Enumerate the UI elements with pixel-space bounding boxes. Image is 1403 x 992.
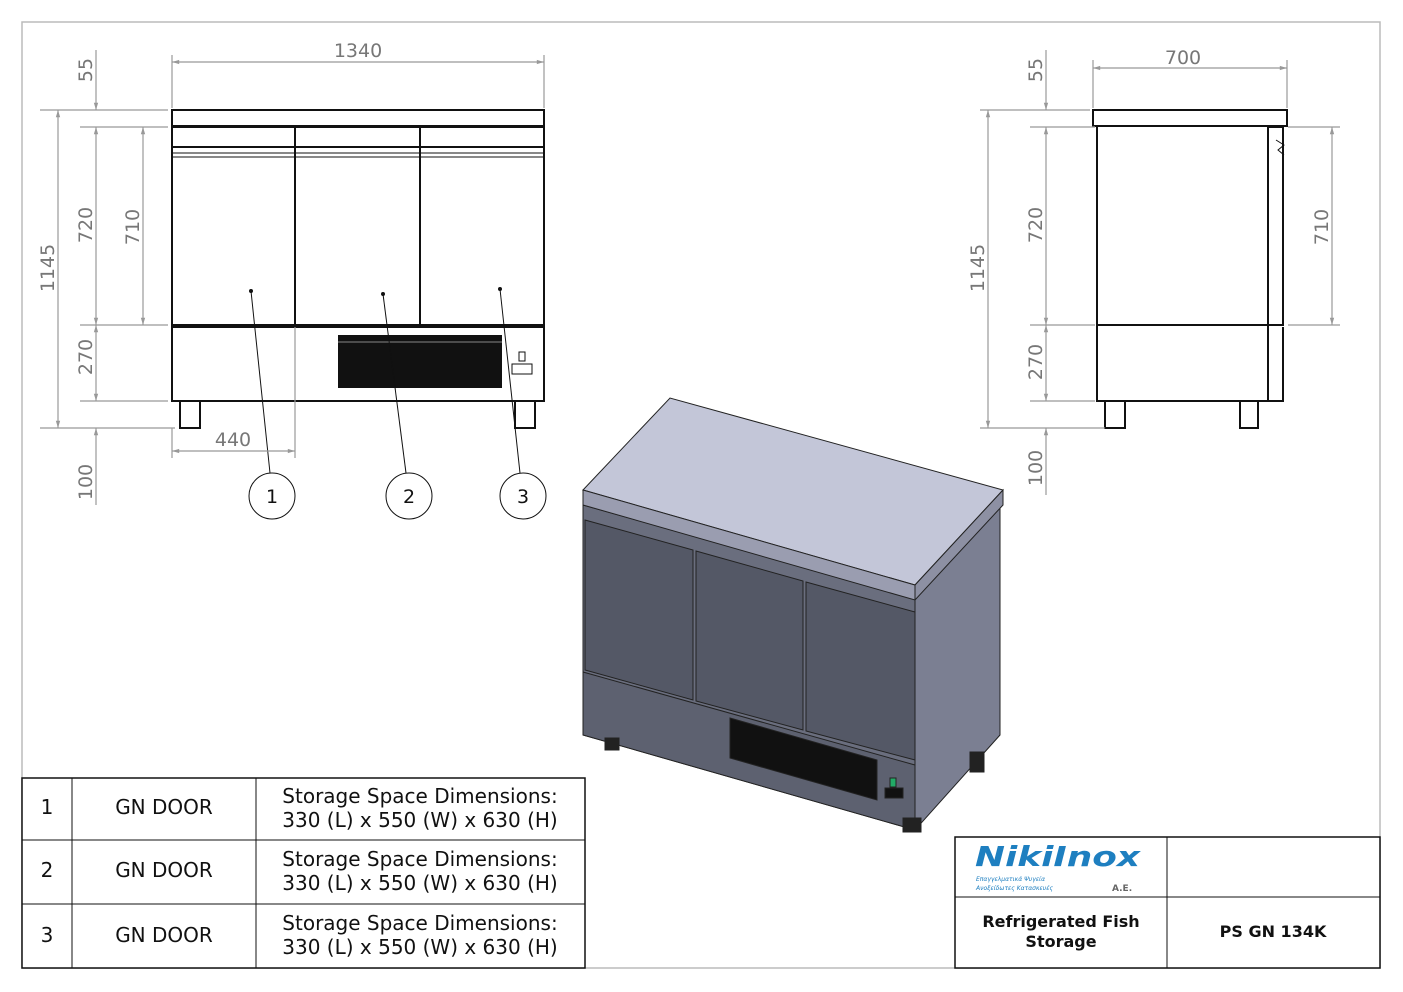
svg-text:Storage Space Dimensions:: Storage Space Dimensions: bbox=[282, 784, 557, 808]
sheet-border bbox=[21, 21, 1381, 969]
iso-door-3 bbox=[805, 581, 916, 761]
balloon-2: 2 bbox=[385, 472, 433, 520]
front-view bbox=[171, 109, 545, 474]
svg-text:GN DOOR: GN DOOR bbox=[115, 858, 213, 882]
front-dimensions: 1340 55 1145 720 710 270 100 440 bbox=[37, 40, 545, 505]
svg-text:3: 3 bbox=[517, 486, 529, 508]
table-row: 3 GN DOOR Storage Space Dimensions: 330 … bbox=[41, 911, 558, 959]
side-dimensions: 700 55 1145 720 710 270 100 bbox=[967, 47, 1340, 495]
svg-text:720: 720 bbox=[75, 207, 97, 243]
side-view bbox=[1092, 109, 1288, 429]
parts-table: 1 GN DOOR Storage Space Dimensions: 330 … bbox=[21, 777, 586, 969]
svg-text:Storage Space Dimensions:: Storage Space Dimensions: bbox=[282, 911, 557, 935]
svg-text:710: 710 bbox=[122, 209, 144, 245]
svg-text:100: 100 bbox=[1025, 450, 1047, 486]
iso-door-1 bbox=[584, 519, 694, 701]
svg-text:100: 100 bbox=[75, 464, 97, 500]
balloon-1: 1 bbox=[248, 472, 296, 520]
title-block: NikiInox Επαγγελματικά Ψυγεία Ανοξείδωτε… bbox=[954, 836, 1381, 969]
svg-text:1: 1 bbox=[41, 795, 54, 819]
svg-text:710: 710 bbox=[1311, 209, 1333, 245]
svg-text:700: 700 bbox=[1165, 47, 1201, 69]
svg-text:1340: 1340 bbox=[334, 40, 382, 62]
svg-text:1145: 1145 bbox=[37, 244, 59, 292]
svg-text:NikiInox: NikiInox bbox=[975, 840, 1141, 873]
svg-text:A.E.: A.E. bbox=[1112, 884, 1132, 894]
svg-text:55: 55 bbox=[75, 58, 97, 82]
vent-grille bbox=[338, 335, 502, 388]
svg-text:Επαγγελματικά Ψυγεία: Επαγγελματικά Ψυγεία bbox=[976, 876, 1045, 883]
model-number: PS GN 134K bbox=[1220, 922, 1327, 941]
svg-text:330 (L) x 550 (W) x 630 (H): 330 (L) x 550 (W) x 630 (H) bbox=[282, 871, 557, 895]
iso-door-2 bbox=[695, 550, 804, 731]
svg-text:Ανοξείδωτες Κατασκευές: Ανοξείδωτες Κατασκευές bbox=[975, 885, 1053, 892]
product-name-line2: Storage bbox=[1025, 932, 1096, 951]
isometric-view bbox=[582, 397, 1004, 833]
svg-text:720: 720 bbox=[1025, 207, 1047, 243]
svg-text:3: 3 bbox=[41, 923, 54, 947]
table-row: 2 GN DOOR Storage Space Dimensions: 330 … bbox=[41, 847, 558, 895]
svg-text:440: 440 bbox=[215, 429, 251, 451]
svg-text:1145: 1145 bbox=[967, 244, 989, 292]
svg-text:270: 270 bbox=[75, 339, 97, 375]
svg-text:330 (L) x 550 (W) x 630 (H): 330 (L) x 550 (W) x 630 (H) bbox=[282, 935, 557, 959]
svg-text:330 (L) x 550 (W) x 630 (H): 330 (L) x 550 (W) x 630 (H) bbox=[282, 808, 557, 832]
svg-text:GN DOOR: GN DOOR bbox=[115, 923, 213, 947]
svg-text:2: 2 bbox=[41, 858, 54, 882]
svg-text:Storage Space Dimensions:: Storage Space Dimensions: bbox=[282, 847, 557, 871]
svg-text:55: 55 bbox=[1025, 58, 1047, 82]
svg-text:GN DOOR: GN DOOR bbox=[115, 795, 213, 819]
balloon-3: 3 bbox=[499, 472, 547, 520]
svg-text:2: 2 bbox=[403, 486, 415, 508]
table-row: 1 GN DOOR Storage Space Dimensions: 330 … bbox=[41, 784, 558, 832]
svg-text:1: 1 bbox=[266, 486, 278, 508]
nikiinox-logo: NikiInox Επαγγελματικά Ψυγεία Ανοξείδωτε… bbox=[975, 840, 1141, 894]
product-name: Refrigerated Fish bbox=[982, 912, 1139, 931]
iso-vent bbox=[729, 717, 878, 801]
svg-text:270: 270 bbox=[1025, 344, 1047, 380]
